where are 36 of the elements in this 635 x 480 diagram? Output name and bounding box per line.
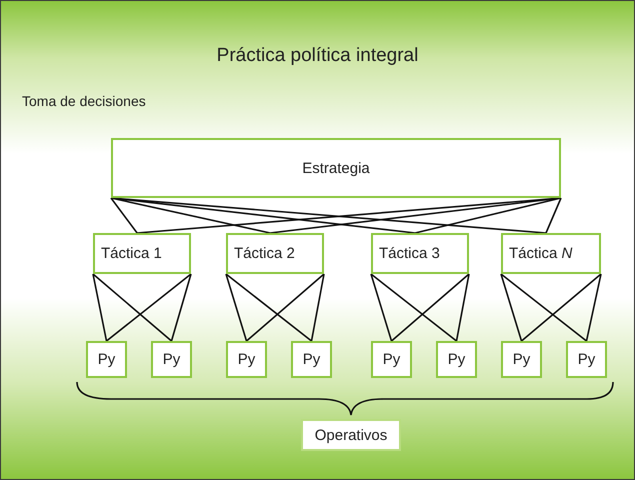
operatives-box: Operativos <box>301 419 401 451</box>
connector-line <box>225 274 248 342</box>
connector-line <box>390 273 470 342</box>
connector-line <box>106 273 192 342</box>
connector-line <box>456 274 470 342</box>
connector-line <box>226 273 312 342</box>
connector-line <box>92 274 108 342</box>
tactic-box: Táctica 3 <box>371 233 469 274</box>
connector-line <box>520 273 602 342</box>
connector-line <box>170 274 192 342</box>
connector-line <box>500 274 522 342</box>
connector-line <box>500 273 587 342</box>
py-box: Py <box>371 341 412 378</box>
py-box: Py <box>291 341 332 378</box>
connector-line <box>586 274 602 342</box>
connector-line <box>370 273 457 342</box>
connector-line <box>110 197 270 234</box>
connector-line <box>110 198 138 234</box>
diagram-title: Práctica política integral <box>216 45 420 67</box>
tactic-box: Táctica 2 <box>226 233 324 274</box>
connector-line <box>310 274 325 342</box>
py-box: Py <box>226 341 267 378</box>
connector-line <box>92 273 172 342</box>
connector-line <box>545 198 562 234</box>
connector-line <box>246 273 325 342</box>
connector-line <box>414 197 562 234</box>
section-label: Toma de decisiones <box>22 93 146 109</box>
strategy-box: Estrategia <box>111 138 561 198</box>
py-box: Py <box>501 341 542 378</box>
tactic-box: Táctica N <box>501 233 601 274</box>
py-box: Py <box>436 341 477 378</box>
py-box: Py <box>151 341 192 378</box>
py-box: Py <box>86 341 127 378</box>
tactic-box: Táctica 1 <box>93 233 191 274</box>
py-box: Py <box>566 341 607 378</box>
connector-line <box>370 274 392 342</box>
